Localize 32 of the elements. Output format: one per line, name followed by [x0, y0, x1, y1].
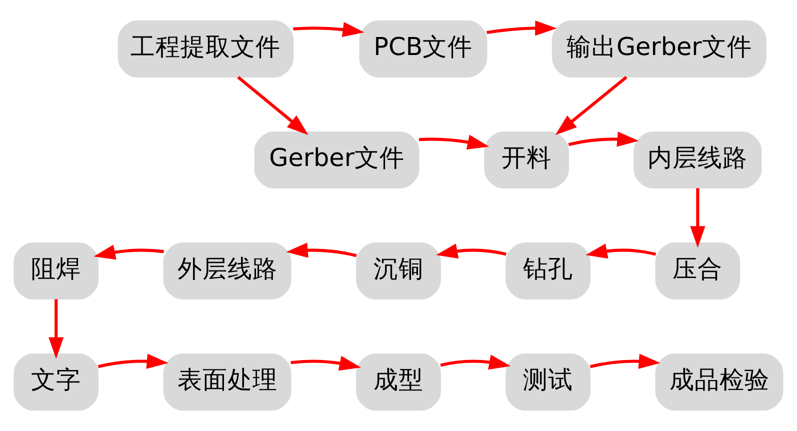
node-box: 压合: [655, 242, 740, 300]
arrow: [486, 20, 557, 36]
arrow: [568, 132, 639, 147]
arrow: [94, 244, 164, 260]
node-box: 外层线路: [163, 242, 292, 300]
node-box: 测试: [506, 354, 591, 411]
node-box: 阻焊: [14, 242, 99, 300]
arrow: [418, 134, 490, 150]
arrow: [293, 22, 364, 37]
node-box: 成型: [356, 354, 441, 411]
arrow: [440, 354, 511, 370]
node-box: 开料: [484, 131, 569, 189]
node-box: 沉铜: [356, 242, 441, 300]
node-box: 文字: [14, 354, 99, 411]
node-box: PCB文件: [359, 20, 488, 78]
arrow: [586, 244, 656, 259]
node-box: 成品检验: [655, 354, 784, 411]
node-box: 表面处理: [163, 354, 292, 411]
arrow: [286, 242, 357, 258]
node-box: 工程提取文件: [118, 20, 294, 78]
node-box: 钻孔: [506, 242, 591, 300]
node-box: Gerber文件: [254, 131, 420, 189]
arrow: [98, 354, 168, 369]
node-box: 输出Gerber文件: [552, 20, 766, 78]
arrow: [555, 76, 628, 135]
arrow: [48, 299, 64, 359]
arrow: [290, 356, 362, 371]
node-box: 内层线路: [634, 131, 762, 189]
arrow: [590, 354, 660, 369]
arrow: [690, 188, 706, 248]
arrow: [436, 244, 506, 259]
arrow: [237, 76, 308, 136]
